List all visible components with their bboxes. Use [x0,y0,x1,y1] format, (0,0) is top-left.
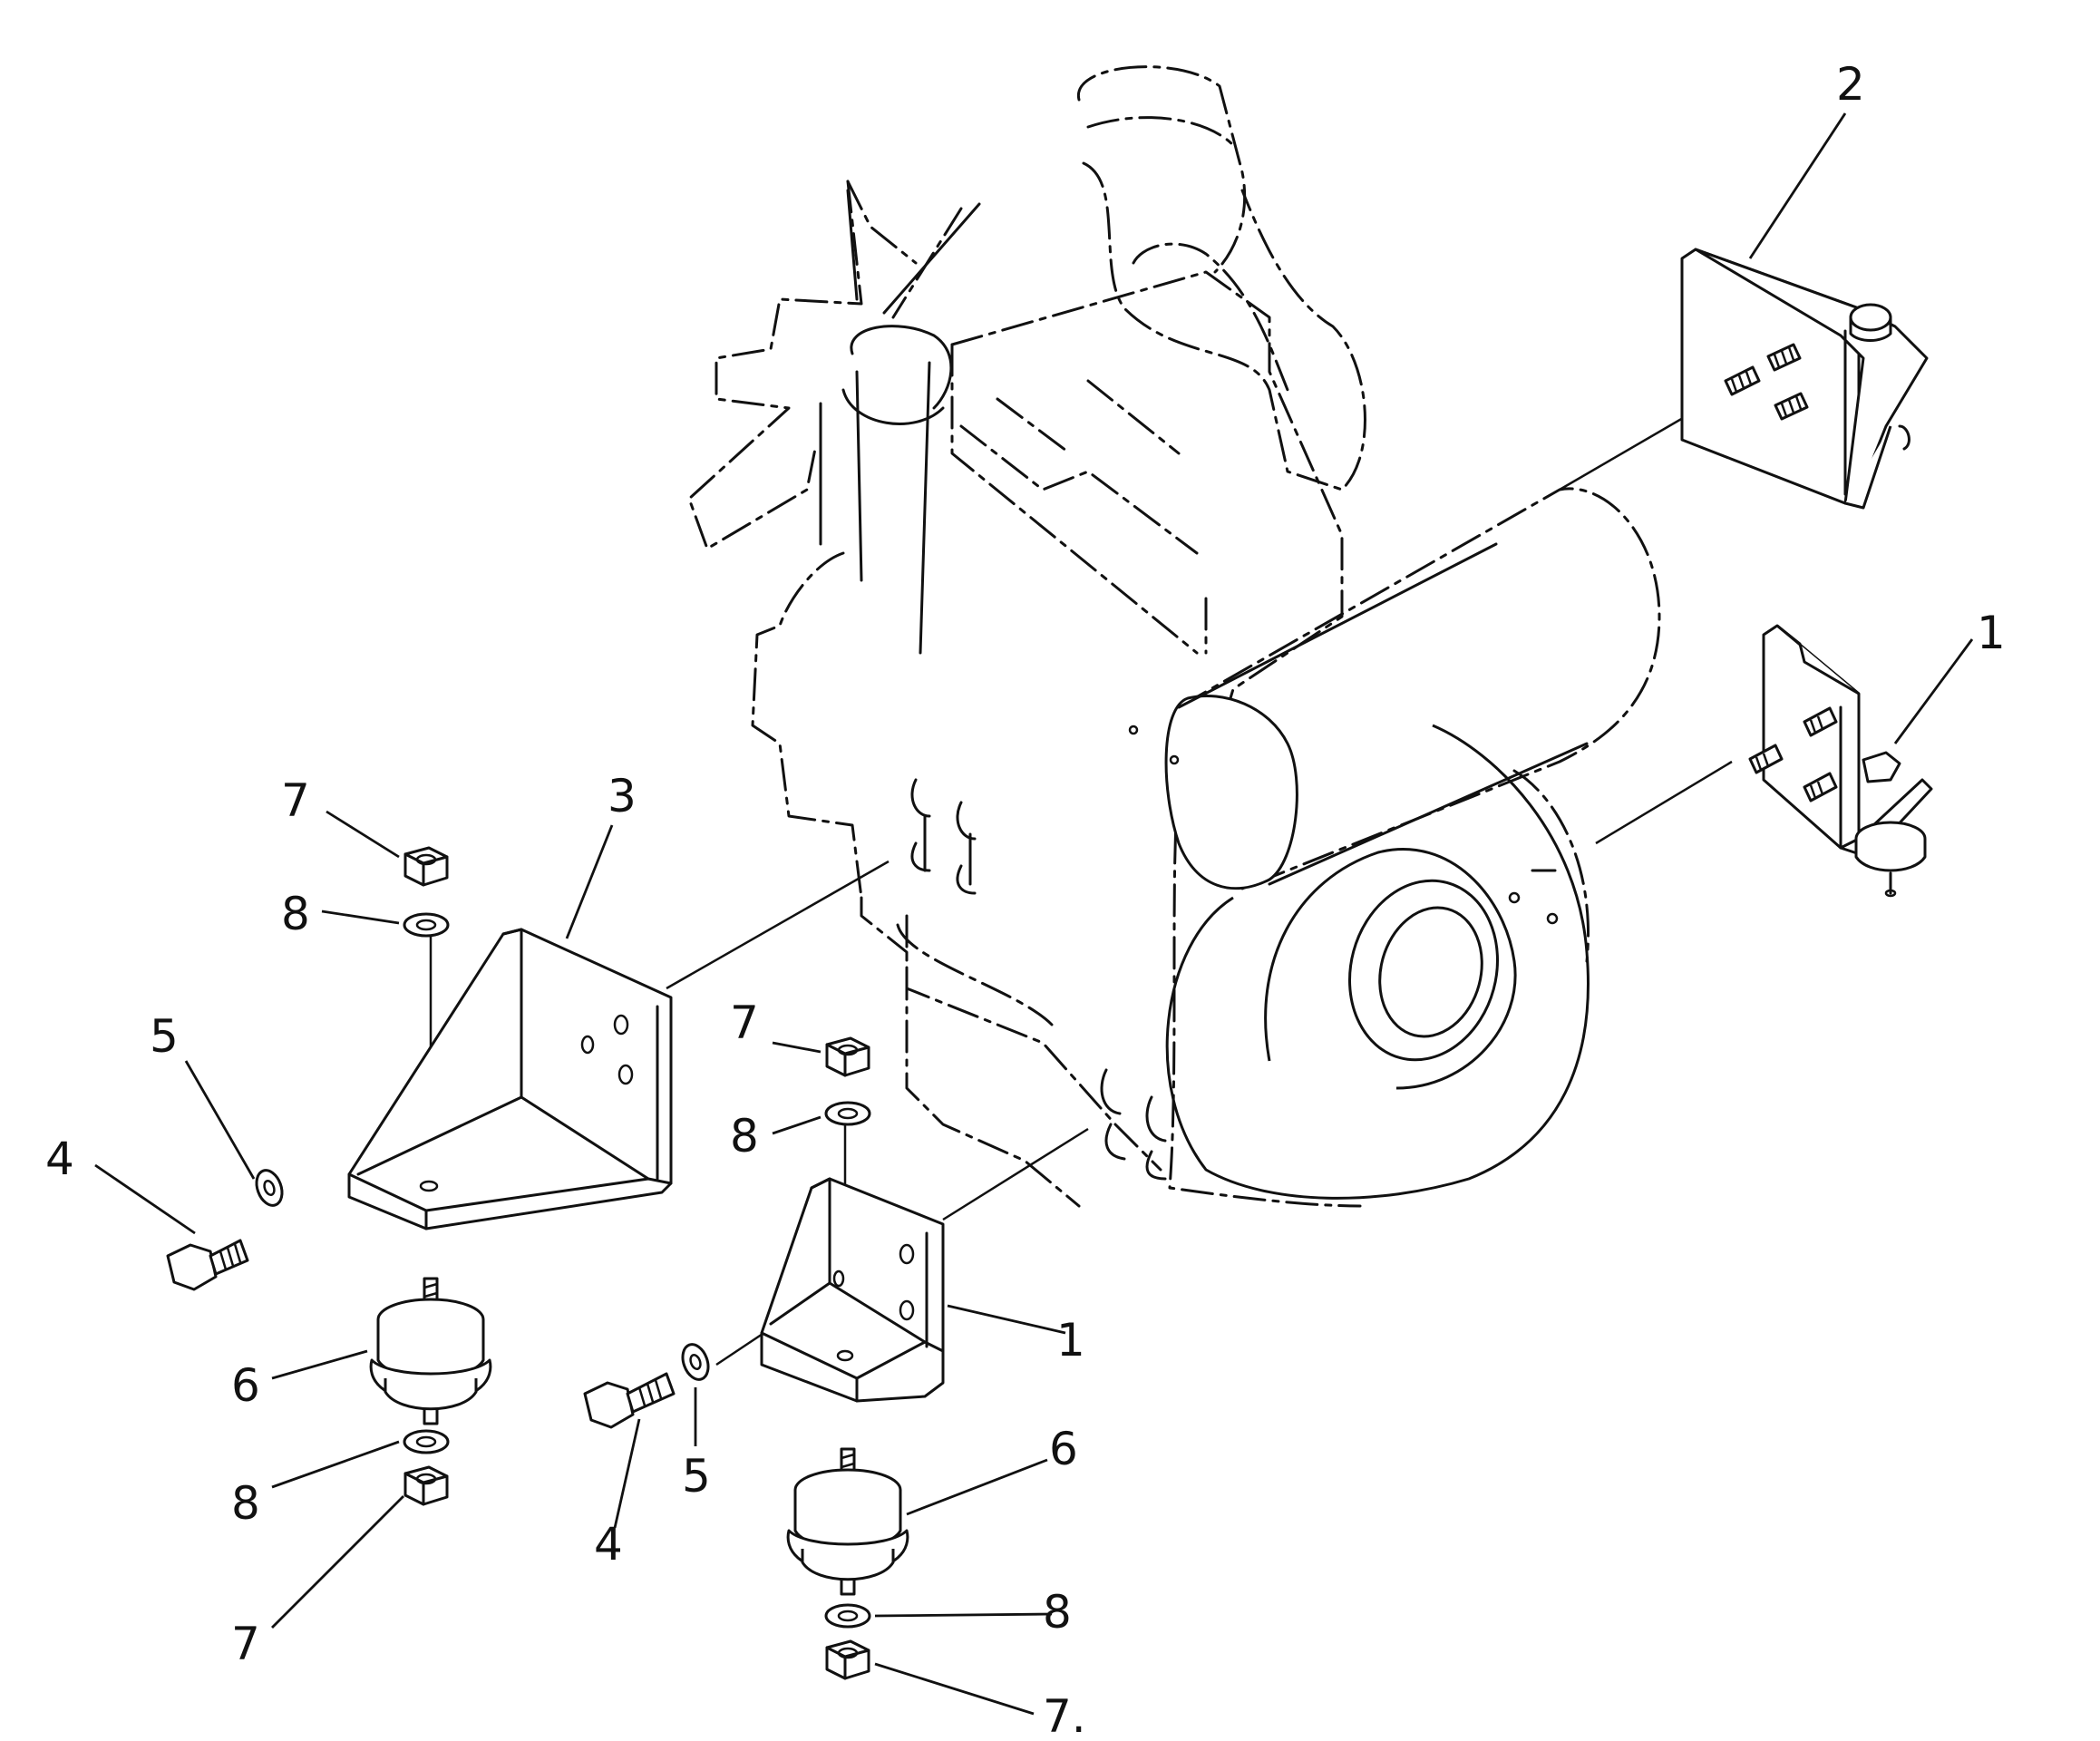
washer-8-c [824,1101,871,1126]
callout-4-a: 4 [45,1133,74,1185]
nut-7-d [825,1639,870,1680]
nut-7-b [403,1465,449,1506]
callout-8-c: 8 [730,1110,759,1162]
bracket-right-part-1 [1748,624,1933,898]
washer-8-a [403,912,450,938]
callout-5-a: 5 [150,1010,179,1063]
engine-phantom-outline [687,65,1661,1208]
callout-8-a: 8 [281,888,310,940]
callout-7-a: 7 [281,774,310,827]
studs-part-1 [1748,706,1838,802]
rubber-mount-6-b [786,1447,909,1596]
washer-8-d [824,1603,871,1629]
callout-4-b: 4 [594,1518,623,1571]
callout-3: 3 [608,770,637,822]
callout-8-d: 8 [1043,1586,1072,1639]
washer-8-b [403,1429,450,1454]
bracket-left-part-3 [347,928,673,1230]
bracket-center-part-1 [760,1177,945,1403]
callout-8-b: 8 [231,1477,260,1530]
callout-6-b: 6 [1049,1423,1078,1475]
washer-5-a [255,1169,284,1207]
callout-7-c: 7 [730,997,759,1049]
callout-2-top: 2 [1836,58,1865,111]
nut-7-a [403,846,449,887]
washer-5-b [681,1343,710,1381]
callout-7-b: 7 [231,1618,260,1670]
callout-numbers: 2 1 7 8 3 5 4 6 8 7 7 8 1 4 5 6 8 7. [45,58,2006,1741]
bolt-4-b [583,1372,676,1429]
callout-5-b: 5 [682,1450,711,1503]
callout-leader-lines [94,112,1974,1716]
bracket-rear-right-part-2 [1680,248,1929,510]
callout-6-a: 6 [231,1359,260,1412]
callout-1-center: 1 [1056,1314,1085,1367]
studs-part-2 [1724,343,1809,421]
bolt-4-a [166,1239,249,1291]
nut-7-c [825,1036,870,1077]
callout-1-right: 1 [1977,607,2006,659]
callout-7-d: 7. [1043,1690,1086,1741]
rubber-mount-6-a [369,1277,492,1425]
assembly-center-lines [425,406,1733,1367]
